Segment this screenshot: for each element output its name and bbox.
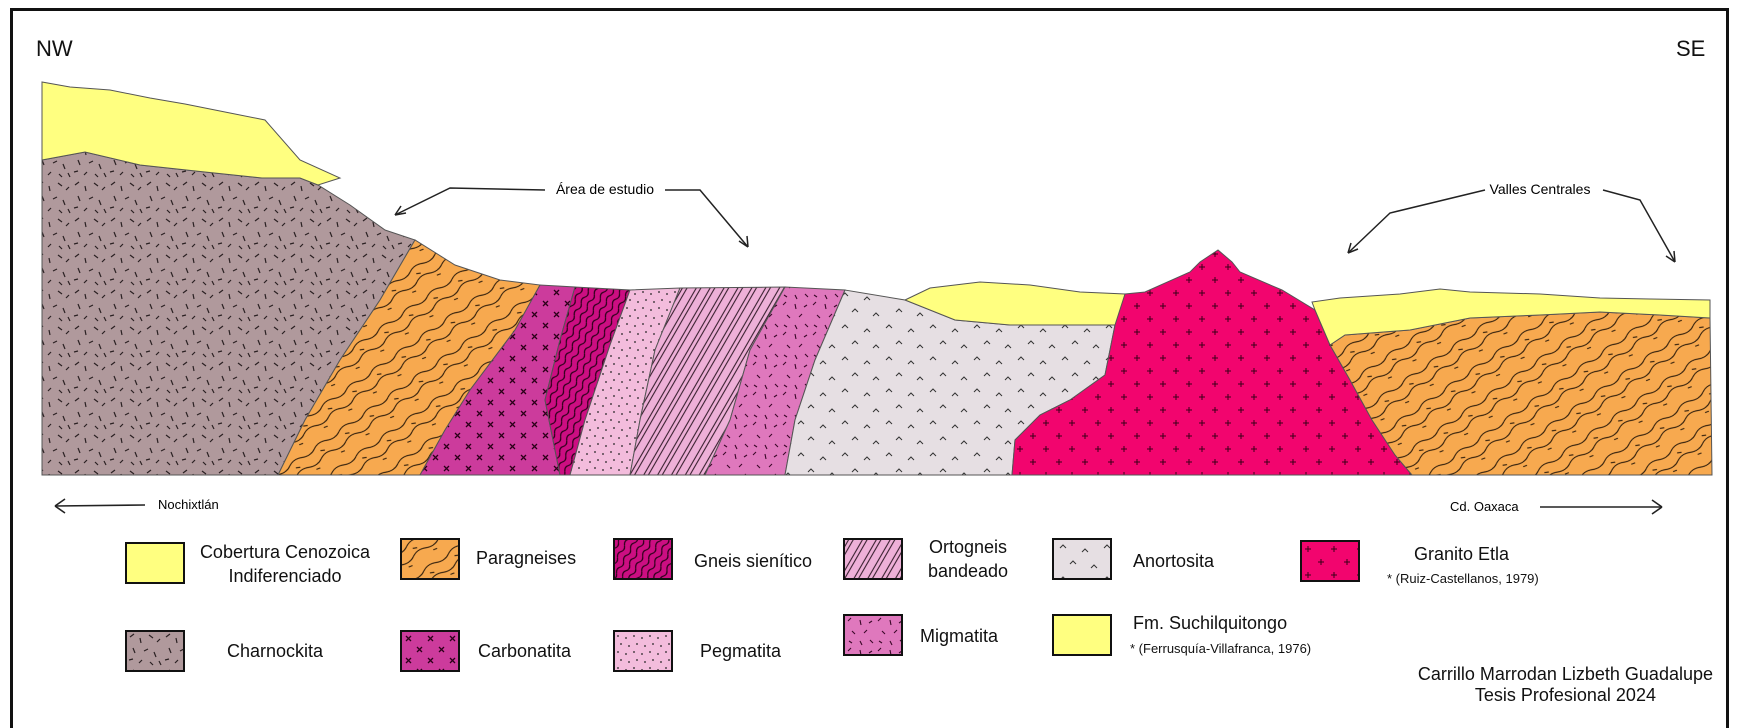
legend-label-charnockite: Charnockita	[227, 639, 323, 663]
credit-author: Carrillo Marrodan Lizbeth Guadalupe	[1418, 664, 1713, 685]
central-valleys-leader-left	[1348, 190, 1485, 253]
legend-label-cenozoic: Cobertura Cenozoica Indiferenciado	[190, 540, 380, 588]
legend-label-pegmatite: Pegmatita	[700, 639, 781, 663]
study-area-leader-right	[665, 190, 748, 247]
legend-swatch-paragneiss	[400, 538, 460, 580]
legend-label-syenitic-gneiss: Gneis sienítico	[694, 549, 812, 573]
legend-note-suchilquitongo: * (Ferrusquía-Villafranca, 1976)	[1130, 641, 1311, 656]
legend-swatch-orthogneiss	[843, 538, 903, 580]
legend-label-suchilquitongo: Fm. Suchilquitongo	[1133, 611, 1287, 635]
central-valleys-label: Valles Centrales	[1490, 181, 1591, 197]
legend-label-orthogneiss: Ortogneis bandeado	[918, 535, 1018, 583]
legend-swatch-cenozoic	[125, 542, 185, 584]
legend-swatch-carbonatite	[400, 630, 460, 672]
west-arrow	[55, 505, 145, 506]
legend-label-carbonatite: Carbonatita	[478, 639, 571, 663]
legend-swatch-charnockite	[125, 630, 185, 672]
legend-swatch-anorthosite	[1052, 538, 1112, 580]
east-direction-label: Cd. Oaxaca	[1450, 499, 1519, 514]
central-valleys-leader-right	[1603, 190, 1675, 262]
legend-swatch-pegmatite	[613, 630, 673, 672]
west-direction-label: Nochixtlán	[158, 497, 219, 512]
legend-swatch-syenitic-gneiss	[613, 538, 673, 580]
legend-swatch-suchilquitongo	[1052, 614, 1112, 656]
study-area-leader-left	[395, 188, 545, 215]
legend-swatch-migmatite	[843, 614, 903, 656]
credit-thesis: Tesis Profesional 2024	[1418, 685, 1713, 706]
legend-label-paragneiss: Paragneises	[476, 546, 576, 570]
legend-label-granite: Granito Etla	[1414, 542, 1509, 566]
legend-swatch-granite	[1300, 540, 1360, 582]
legend-note-granite: * (Ruiz-Castellanos, 1979)	[1387, 571, 1539, 586]
credit-block: Carrillo Marrodan Lizbeth Guadalupe Tesi…	[1418, 664, 1713, 706]
study-area-label: Área de estudio	[556, 181, 654, 197]
leader-lines	[395, 188, 1675, 262]
legend-label-anorthosite: Anortosita	[1133, 549, 1214, 573]
legend-label-migmatite: Migmatita	[920, 624, 998, 648]
